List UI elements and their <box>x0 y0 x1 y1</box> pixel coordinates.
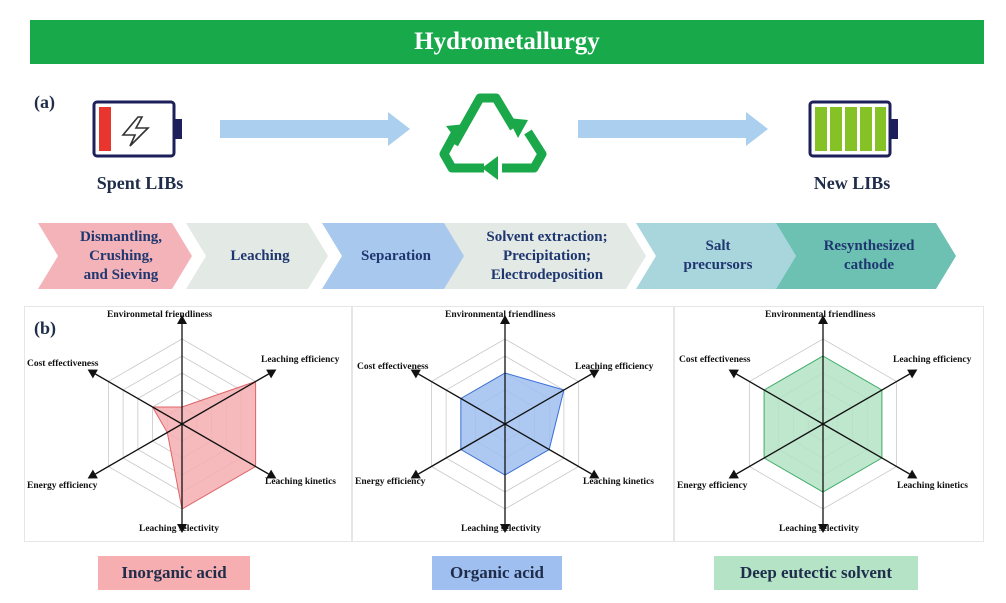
radar-axis-arrow <box>410 369 421 379</box>
axis-label: Cost effectiveness <box>357 362 429 372</box>
radar-data-area <box>460 372 565 476</box>
axis-label: Leaching selectivity <box>461 524 541 534</box>
radar-svg <box>87 315 277 533</box>
axis-label: Energy efficiency <box>677 481 748 491</box>
radar-axis-line <box>736 373 824 425</box>
flow-arrow-icon <box>220 112 410 146</box>
radar-axis-line <box>418 373 506 425</box>
radar-chart-organic: Environmental friendliness Leaching effi… <box>352 306 674 542</box>
radar-axis-arrow <box>907 369 918 379</box>
radar-axis-line <box>418 423 506 475</box>
axis-label: Leaching efficiency <box>261 355 340 365</box>
radar-axis-line <box>95 423 183 475</box>
process-step-label: Dismantling, Crushing, and Sieving <box>79 228 163 283</box>
panel-a-label: (a) <box>34 92 55 112</box>
radar-axis-arrow <box>266 469 277 479</box>
organic-acid-label: Organic acid <box>432 556 562 590</box>
radar-chart-inorganic: Environmetal friendliness Leaching effic… <box>24 306 352 542</box>
axis-label: Leaching efficiency <box>893 355 972 365</box>
radar-axis-arrow <box>728 469 739 479</box>
radar-axis-line <box>181 423 269 475</box>
radar-svg <box>410 315 600 533</box>
radar-chart-des: Environmental friendliness Leaching effi… <box>674 306 984 542</box>
axis-label: Energy efficiency <box>355 477 426 487</box>
deep-eutectic-solvent-label: Deep eutectic solvent <box>714 556 918 590</box>
radar-axis-arrow <box>177 524 187 533</box>
radar-axis-arrow <box>410 469 421 479</box>
axis-label: Energy efficiency <box>27 481 98 491</box>
flow-arrow-icon <box>578 112 768 146</box>
process-step-shape <box>776 223 956 289</box>
process-step-shape <box>186 223 328 289</box>
process-step-shape <box>636 223 796 289</box>
title-banner: Hydrometallurgy <box>30 20 984 64</box>
panel-b-label: (b) <box>34 318 56 338</box>
axis-label: Leaching kinetics <box>265 477 336 487</box>
axis-label: Environmetal friendliness <box>107 310 213 320</box>
radar-axis-line <box>504 423 592 475</box>
spent-battery-icon <box>92 100 182 158</box>
axis-label: Cost effectiveness <box>679 355 751 365</box>
radar-axis-arrow <box>500 315 510 324</box>
radar-axis-arrow <box>907 469 918 479</box>
axis-label: Leaching selectivity <box>139 524 219 534</box>
axis-label: Leaching kinetics <box>897 481 968 491</box>
radar-data-area <box>151 380 257 510</box>
radar-axis-arrow <box>87 369 98 379</box>
process-step-shape <box>444 223 646 289</box>
radar-axis-line <box>822 423 910 475</box>
radar-axis-line <box>504 373 592 425</box>
process-step-label: Salt precursors <box>683 238 753 273</box>
axis-label: Leaching selectivity <box>779 524 859 534</box>
radar-axis-arrow <box>500 524 510 533</box>
spent-libs-label: Spent LIBs <box>96 173 184 193</box>
new-battery-icon <box>808 100 898 158</box>
inorganic-acid-label: Inorganic acid <box>98 556 250 590</box>
process-step-shape <box>38 223 192 289</box>
new-libs-label: New LIBs <box>813 173 891 193</box>
radar-axis-line <box>181 373 269 425</box>
radar-svg <box>728 315 918 533</box>
recycle-icon <box>439 93 547 180</box>
process-step-label: Solvent extraction; Precipitation; Elect… <box>486 228 608 283</box>
axis-label: Cost effectiveness <box>27 359 99 369</box>
process-step-shape <box>322 223 470 289</box>
process-step-label: Leaching <box>230 247 290 264</box>
radar-axis-arrow <box>818 315 828 324</box>
radar-axis-line <box>822 373 910 425</box>
axis-label: Environmental friendliness <box>445 310 556 320</box>
radar-axis-arrow <box>87 469 98 479</box>
radar-axis-arrow <box>589 469 600 479</box>
axis-label: Environmental friendliness <box>765 310 876 320</box>
radar-axis-line <box>736 423 824 475</box>
radar-axis-arrow <box>728 369 739 379</box>
radar-axis-arrow <box>177 315 187 324</box>
process-step-label: Resynthesized cathode <box>823 238 915 273</box>
axis-label: Leaching efficiency <box>575 362 654 372</box>
process-step-label: Separation <box>360 247 431 264</box>
radar-axis-arrow <box>266 369 277 379</box>
radar-axis-arrow <box>818 524 828 533</box>
axis-label: Leaching kinetics <box>583 477 654 487</box>
radar-axis-line <box>95 373 183 425</box>
radar-axis-arrow <box>589 369 600 379</box>
